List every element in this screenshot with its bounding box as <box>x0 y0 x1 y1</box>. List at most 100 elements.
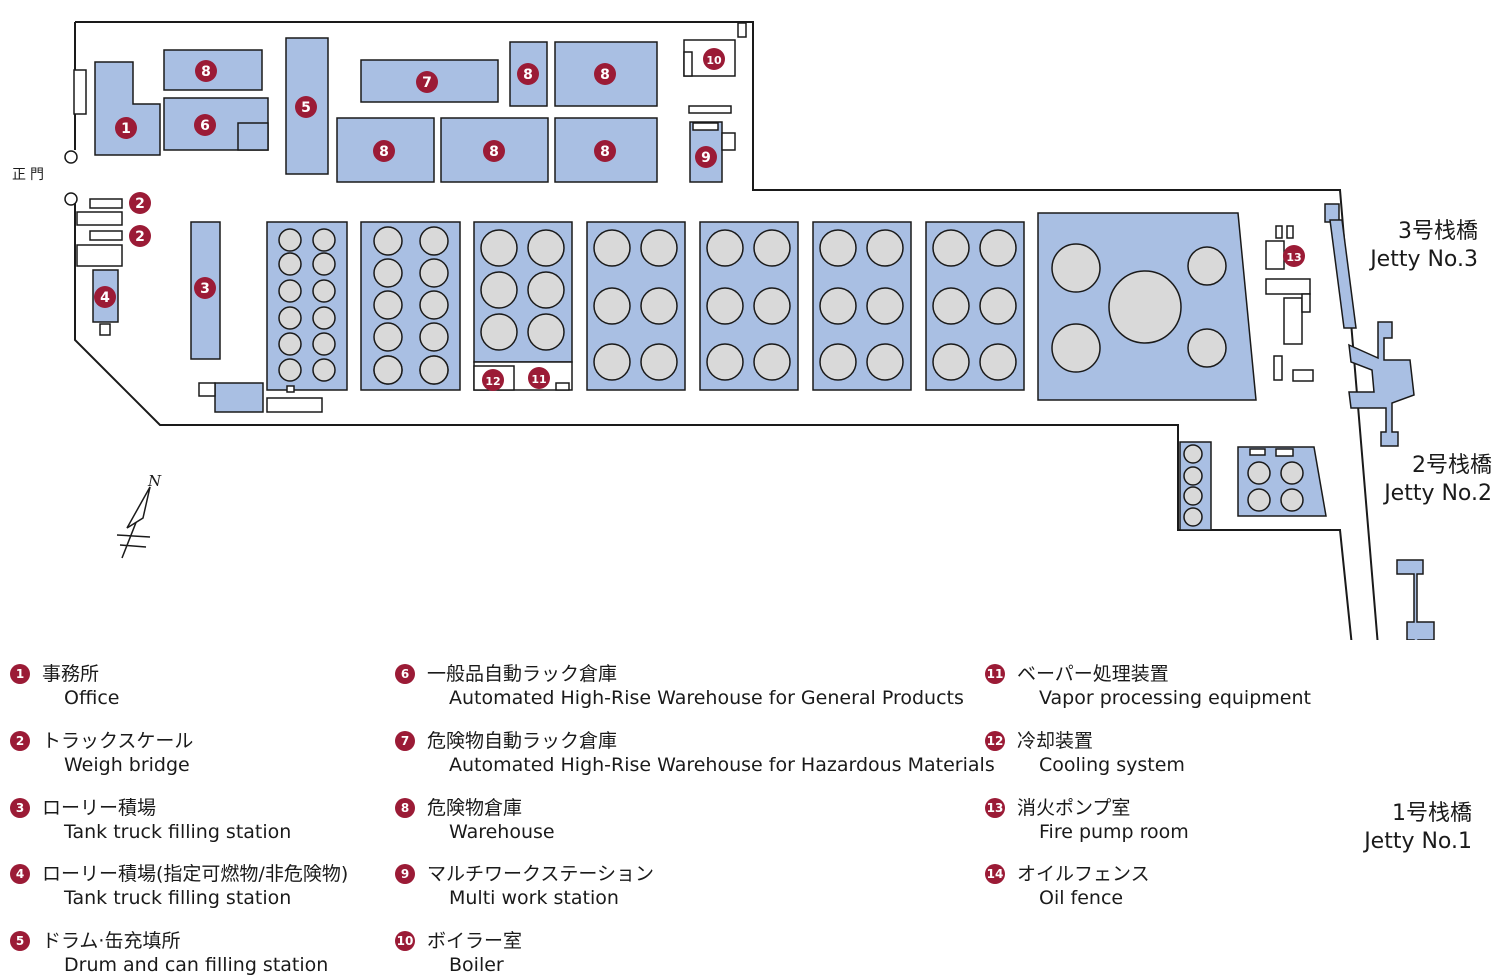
legend-badge: 14 <box>985 864 1005 884</box>
tank <box>373 258 403 288</box>
tank <box>312 279 336 303</box>
marker-13: 13 <box>1283 245 1305 267</box>
tank <box>419 290 449 320</box>
legend-badge: 4 <box>10 864 30 884</box>
jetty-3-structure <box>1329 219 1357 329</box>
tank <box>312 358 336 382</box>
north-label: N <box>147 472 162 490</box>
tank <box>1247 488 1271 512</box>
tank <box>979 343 1017 381</box>
svg-text:8: 8 <box>379 144 389 160</box>
tank <box>819 287 857 325</box>
tank <box>866 229 904 267</box>
marker-8: 8 <box>373 140 395 162</box>
tank <box>593 343 631 381</box>
tank <box>753 229 791 267</box>
legend-badge: 13 <box>985 798 1005 818</box>
marker-9: 9 <box>695 146 717 168</box>
tank <box>932 229 970 267</box>
svg-text:7: 7 <box>422 75 432 91</box>
tank <box>932 343 970 381</box>
tank <box>640 343 678 381</box>
tank <box>1183 444 1203 464</box>
svg-text:1: 1 <box>121 121 131 137</box>
tank <box>419 226 449 256</box>
storage-tanks <box>278 226 1304 527</box>
tank-yard-1 <box>266 221 348 391</box>
gate-post-upper <box>64 150 78 164</box>
tank <box>527 271 565 309</box>
svg-text:10: 10 <box>706 54 722 67</box>
map-markers: 1223456788888891011121314 <box>94 48 1305 391</box>
tank <box>1183 466 1203 486</box>
tank <box>373 322 403 352</box>
tank <box>706 343 744 381</box>
tank <box>1247 461 1271 485</box>
tank <box>373 355 403 385</box>
marker-8: 8 <box>594 63 616 85</box>
north-arrow: N <box>116 472 162 559</box>
marker-12: 12 <box>482 369 504 391</box>
legend-badge: 9 <box>395 864 415 884</box>
tank <box>373 226 403 256</box>
marker-6: 6 <box>194 114 216 136</box>
tank <box>278 306 302 330</box>
tank <box>866 343 904 381</box>
legend-badge: 3 <box>10 798 30 818</box>
tank <box>753 343 791 381</box>
svg-text:9: 9 <box>701 150 711 166</box>
legend-badge: 8 <box>395 798 415 818</box>
legend-badge: 6 <box>395 664 415 684</box>
tank <box>527 313 565 351</box>
tank <box>278 252 302 276</box>
svg-text:8: 8 <box>489 144 499 160</box>
svg-text:8: 8 <box>600 67 610 83</box>
svg-text:2: 2 <box>135 229 145 245</box>
tank <box>1183 507 1203 527</box>
svg-text:8: 8 <box>523 67 533 83</box>
marker-8: 8 <box>517 63 539 85</box>
marker-4: 4 <box>94 286 116 308</box>
marker-5: 5 <box>295 96 317 118</box>
tank <box>312 332 336 356</box>
marker-8: 8 <box>594 140 616 162</box>
tank <box>480 229 518 267</box>
tank <box>640 229 678 267</box>
tank <box>1051 243 1101 293</box>
tank <box>706 229 744 267</box>
tank <box>1280 488 1304 512</box>
tank <box>373 290 403 320</box>
tank <box>278 279 302 303</box>
building-office <box>94 61 161 156</box>
svg-text:13: 13 <box>1286 251 1301 264</box>
legend-badge: 12 <box>985 731 1005 751</box>
legend-badge: 10 <box>395 931 415 951</box>
marker-1: 1 <box>115 117 137 139</box>
tank <box>706 287 744 325</box>
main-gate-label: 正門 <box>12 167 48 183</box>
building-tank-truck-station-3 <box>214 382 264 413</box>
legend-badge: 11 <box>985 664 1005 684</box>
svg-text:5: 5 <box>301 100 311 116</box>
svg-text:3: 3 <box>200 281 210 297</box>
tank <box>593 287 631 325</box>
tank <box>480 271 518 309</box>
tank <box>312 306 336 330</box>
tank <box>979 287 1017 325</box>
tank <box>1187 246 1227 286</box>
tank <box>1187 328 1227 368</box>
tank <box>419 355 449 385</box>
tank <box>312 228 336 252</box>
tank <box>866 287 904 325</box>
legend-badge: 1 <box>10 664 30 684</box>
tank <box>278 228 302 252</box>
tank <box>527 229 565 267</box>
svg-text:8: 8 <box>201 64 211 80</box>
tank <box>480 313 518 351</box>
jetty-2-structure <box>1348 321 1415 447</box>
marker-2: 2 <box>129 192 151 214</box>
marker-2: 2 <box>129 225 151 247</box>
